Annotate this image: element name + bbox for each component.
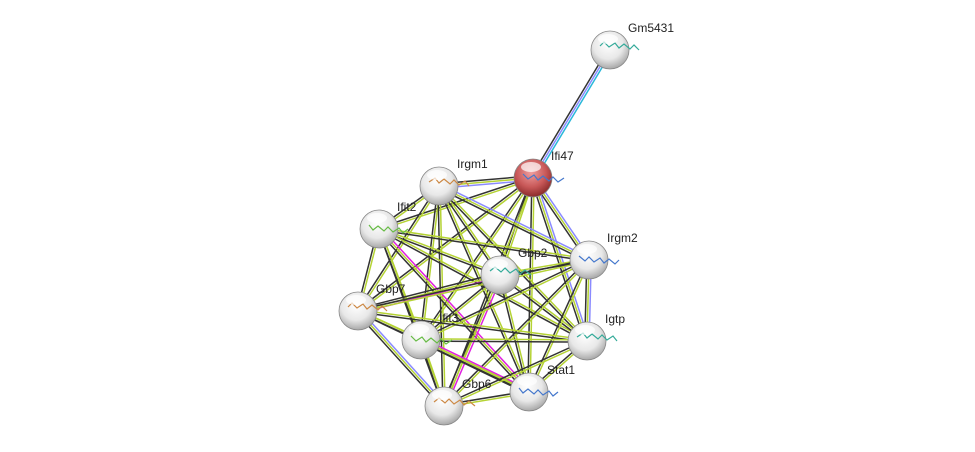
edge-Ifit2-Irgm2-coexpression[interactable] [378,229,589,262]
edge-Irgm1-Gbp7-coexpression[interactable] [356,184,439,311]
node-highlight [575,325,595,335]
edge-Ifi47-Igtp-homology[interactable] [534,177,590,341]
edge-Irgm2-Gbp7-textmining[interactable] [358,260,590,313]
edge-Igtp-Gbp6-textmining[interactable] [444,341,588,408]
edge-Gm5431-Ifi47-database[interactable] [534,50,613,180]
edge-Ifi47-Igtp-textmining[interactable] [532,177,588,342]
node-Ifit3[interactable]: Ifit3 [401,311,459,360]
node-highlight [577,244,597,254]
edge-Ifit3-Stat1-textmining[interactable] [420,339,530,393]
edge-Irgm1-Irgm2-homology[interactable] [439,183,591,259]
node-Stat1[interactable]: Stat1 [509,363,575,412]
node-highlight [427,170,447,180]
node-highlight [598,34,618,44]
node-Gbp2[interactable]: Gbp2 [480,246,548,295]
node-Gm5431[interactable]: Gm5431 [590,21,674,70]
edge-Irgm2-Ifit3-textmining[interactable] [421,260,590,342]
node-highlight [517,376,537,386]
edge-Ifit3-Igtp-textmining[interactable] [421,338,588,341]
node-highlight [367,213,387,223]
protein-structure-icon [578,255,620,265]
node-Irgm2[interactable]: Irgm2 [569,231,638,280]
protein-structure-icon [518,387,559,397]
edge-Ifi47-Igtp-coexpression[interactable] [530,178,586,342]
edge-Ifit2-Irgm2-textmining[interactable] [379,227,590,260]
node-label: Irgm1 [457,157,488,171]
edge-Irgm1-Irgm2-coexpression[interactable] [437,187,589,263]
node-Gbp7[interactable]: Gbp7 [338,282,406,331]
edge-Ifit2-Igtp-coexpression[interactable] [378,229,587,343]
edge-Irgm2-Gbp6-textmining[interactable] [444,260,591,408]
edge-Igtp-Gbp6-coexpression[interactable] [443,339,587,406]
edge-Irgm1-Ifit3-textmining[interactable] [421,186,441,341]
node-highlight [488,259,508,269]
edge-Ifit2-Gbp2-textmining[interactable] [379,227,501,275]
node-highlight [521,162,541,172]
edge-Gm5431-Ifi47-homology[interactable] [532,49,611,179]
node-label: Gbp7 [376,282,406,296]
edge-Irgm1-Irgm2-textmining[interactable] [438,185,590,261]
edge-Ifit3-Stat1-coexpression[interactable] [419,341,529,395]
edge-Ifi47-Ifit3-coexpression[interactable] [419,176,533,340]
node-Gbp6[interactable]: Gbp6 [424,377,492,426]
edge-Irgm1-Stat1-coexpression[interactable] [437,186,529,393]
edge-Gbp7-Igtp-coexpression[interactable] [357,311,587,343]
node-Ifi47[interactable]: Ifi47 [513,149,574,198]
edge-Irgm1-Gbp6-textmining[interactable] [439,185,446,406]
edge-Ifi47-Stat1-coexpression[interactable] [527,177,533,392]
node-label: Gbp2 [518,246,548,260]
edge-Ifi47-Gbp7-coexpression[interactable] [356,176,533,311]
edge-Irgm2-Stat1-textmining[interactable] [529,260,591,393]
node-label: Stat1 [547,363,575,377]
node-label: Gm5431 [628,21,674,35]
edge-Ifi47-Ifit2-textmining[interactable] [379,178,534,231]
edge-Ifit3-Igtp-coexpression[interactable] [420,340,587,343]
edge-Ifit3-Stat1-experiments[interactable] [421,337,531,391]
node-Ifit2[interactable]: Ifit2 [359,200,417,249]
edge-Gbp7-Gbp6-homology[interactable] [359,309,447,406]
edge-Ifit2-Stat1-experiments[interactable] [380,227,532,392]
node-label: Ifit2 [397,200,417,214]
edge-Gbp2-Gbp7-coexpression[interactable] [357,272,500,310]
edge-Irgm1-Ifit3-coexpression[interactable] [419,185,439,340]
edge-Irgm2-Stat1-coexpression[interactable] [527,259,589,392]
protein-structure-icon [522,173,565,183]
edge-Gbp7-Gbp6-coexpression[interactable] [355,311,443,408]
edge-Irgm2-Gbp7-coexpression[interactable] [357,258,589,311]
edge-Gbp2-Gbp6-textmining[interactable] [443,274,501,407]
edge-Gm5431-Ifi47-coexpression[interactable] [530,48,609,178]
edge-Irgm1-Gbp7-textmining[interactable] [358,186,441,313]
node-Irgm1[interactable]: Irgm1 [419,157,488,206]
node-label: Ifi47 [551,149,574,163]
node-label: Gbp6 [462,377,492,391]
edge-Gbp7-Igtp-textmining[interactable] [358,309,588,341]
edge-Irgm2-Ifit3-coexpression[interactable] [420,258,589,340]
node-label: Ifit3 [439,311,459,325]
node-highlight [346,295,366,305]
node-label: Irgm2 [607,231,638,245]
edge-Gbp7-Gbp6-textmining[interactable] [357,310,445,407]
edge-Ifi47-Gbp7-textmining[interactable] [358,178,535,313]
node-highlight [432,390,452,400]
node-Igtp[interactable]: Igtp [567,312,625,361]
protein-structure-icon [410,335,453,345]
node-highlight [409,324,429,334]
protein-structure-icon [368,224,409,234]
node-label: Igtp [605,312,625,326]
